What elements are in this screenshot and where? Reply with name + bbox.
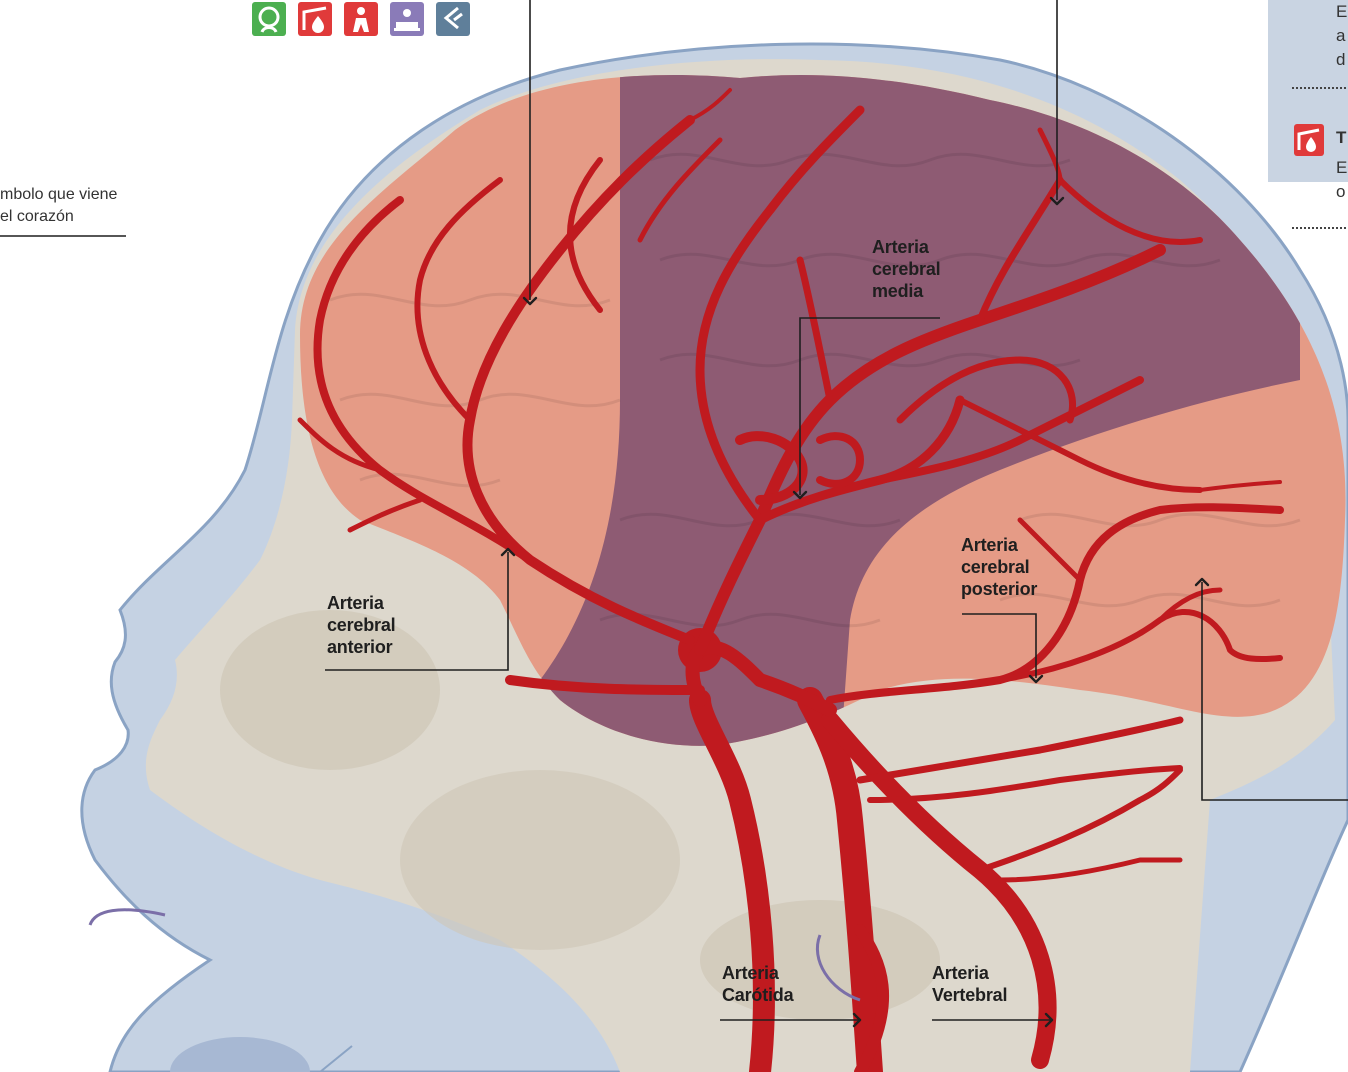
panel-top-text: E a d (1336, 0, 1347, 72)
panel-section-icon (1294, 124, 1324, 156)
cheek-shadow (400, 770, 680, 950)
label-cerebral-posterior: Arteria cerebral posterior (961, 534, 1037, 600)
label-cerebral-media: Arteria cerebral media (872, 236, 940, 302)
person-icon (344, 2, 378, 36)
side-note: mbolo que viene el corazón (0, 184, 117, 228)
label-cerebral-anterior: Arteria cerebral anterior (327, 592, 395, 658)
patient-bed-icon (390, 2, 424, 36)
panel-section-text: E o (1336, 156, 1347, 204)
clot-drop-icon (298, 2, 332, 36)
label-vertebral: Arteria Vertebral (932, 962, 1007, 1006)
head-profile-icon (252, 2, 286, 36)
panel-section-heading: T (1336, 126, 1346, 150)
label-carotida: Arteria Carótida (722, 962, 793, 1006)
speech-wave-icon (436, 2, 470, 36)
